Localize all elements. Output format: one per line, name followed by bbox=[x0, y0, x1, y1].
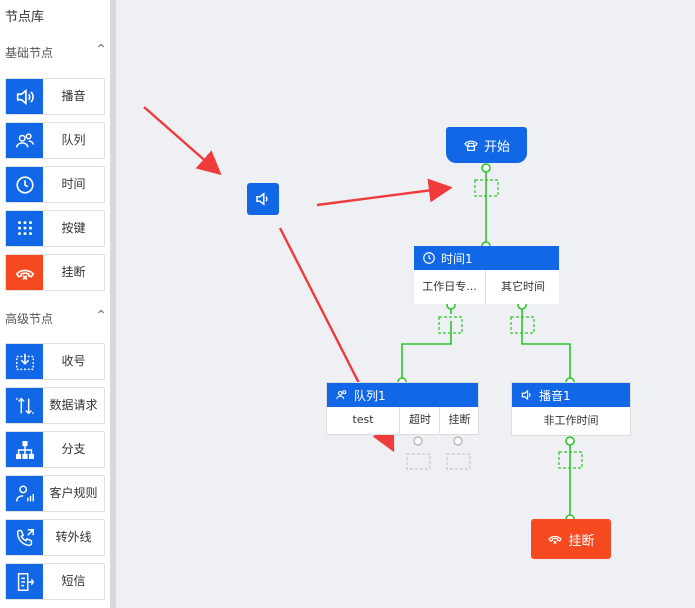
users-icon bbox=[6, 123, 43, 158]
time-branch-other[interactable]: 其它时间 bbox=[501, 280, 545, 293]
node-item-label: 短信 bbox=[61, 574, 86, 588]
node-item-hangup[interactable]: 挂断 bbox=[5, 254, 105, 291]
sms-icon bbox=[6, 564, 43, 599]
transfer-icon bbox=[6, 520, 43, 555]
play-node[interactable]: 播音1 非工作时间 bbox=[511, 382, 631, 436]
node-item-data-request[interactable]: 数据请求 bbox=[5, 387, 105, 424]
time-node-header: 时间1 bbox=[414, 246, 559, 270]
phone-icon bbox=[464, 140, 478, 151]
queue-branch-timeout[interactable]: 超时 bbox=[401, 407, 440, 433]
node-item-keypad[interactable]: 按键 bbox=[5, 210, 105, 247]
chevron-up-icon[interactable]: ⌃ bbox=[95, 308, 107, 324]
customer-rule-icon bbox=[6, 476, 43, 511]
clock-icon bbox=[6, 167, 43, 202]
node-item-label: 时间 bbox=[61, 177, 86, 191]
basic-nodes-header[interactable]: 基础节点 ⌃ bbox=[5, 42, 107, 62]
play-node-body: 非工作时间 bbox=[543, 414, 599, 427]
node-item-label: 转外线 bbox=[55, 530, 92, 544]
sidebar-scrollbar[interactable] bbox=[110, 0, 116, 608]
node-item-branch[interactable]: 分支 bbox=[5, 431, 105, 468]
node-library-panel: 节点库 基础节点 ⌃ 播音 队列 时间 按键 挂断 高级节点 ⌃ bbox=[0, 0, 110, 608]
node-item-customer-rule[interactable]: 客户规则 bbox=[5, 475, 105, 512]
hangup-icon bbox=[6, 255, 43, 290]
node-item-transfer[interactable]: 转外线 bbox=[5, 519, 105, 556]
node-item-label: 按键 bbox=[61, 221, 86, 235]
speaker-icon bbox=[521, 389, 531, 401]
branch-icon bbox=[6, 432, 43, 467]
speaker-icon bbox=[256, 192, 268, 206]
start-node-label: 开始 bbox=[483, 139, 510, 155]
node-item-label: 收号 bbox=[61, 354, 86, 368]
flow-canvas[interactable] bbox=[116, 0, 695, 608]
node-item-queue[interactable]: 队列 bbox=[5, 122, 105, 159]
queue-node-header: 队列1 bbox=[327, 383, 478, 407]
node-item-collect-digits[interactable]: 收号 bbox=[5, 343, 105, 380]
speaker-icon bbox=[6, 79, 43, 114]
node-item-label: 客户规则 bbox=[49, 486, 98, 500]
node-library-title: 节点库 bbox=[5, 10, 45, 25]
basic-nodes-label: 基础节点 bbox=[5, 46, 54, 60]
node-item-label: 数据请求 bbox=[49, 398, 98, 412]
start-node[interactable]: 开始 bbox=[446, 127, 527, 163]
advanced-nodes-header[interactable]: 高级节点 ⌃ bbox=[5, 308, 107, 328]
advanced-nodes-label: 高级节点 bbox=[5, 312, 54, 326]
clock-icon bbox=[423, 252, 435, 264]
hangup-node-label: 挂断 bbox=[568, 533, 595, 549]
data-request-icon bbox=[6, 388, 43, 423]
node-item-time[interactable]: 时间 bbox=[5, 166, 105, 203]
queue-node[interactable]: 队列1 test 超时 挂断 bbox=[326, 382, 479, 435]
dragging-play-node[interactable] bbox=[247, 183, 279, 215]
node-item-play[interactable]: 播音 bbox=[5, 78, 105, 115]
queue-node-title: 队列1 bbox=[354, 388, 386, 403]
chevron-up-icon[interactable]: ⌃ bbox=[95, 42, 107, 58]
keypad-icon bbox=[6, 211, 43, 246]
node-item-label: 挂断 bbox=[61, 265, 86, 279]
play-node-header: 播音1 bbox=[512, 383, 630, 407]
time-branch-workday[interactable]: 工作日专... bbox=[414, 270, 486, 304]
node-item-label: 分支 bbox=[61, 442, 86, 456]
play-node-title: 播音1 bbox=[539, 388, 571, 403]
queue-node-body: test bbox=[327, 407, 400, 433]
hangup-icon bbox=[548, 535, 563, 545]
users-icon bbox=[336, 390, 347, 400]
collect-digits-icon bbox=[6, 344, 43, 379]
queue-branch-hangup[interactable]: 挂断 bbox=[448, 413, 471, 426]
time-node-title: 时间1 bbox=[441, 251, 473, 266]
time-node[interactable]: 时间1 工作日专... 其它时间 bbox=[414, 246, 559, 304]
node-item-sms[interactable]: 短信 bbox=[5, 563, 105, 600]
node-item-label: 队列 bbox=[61, 133, 86, 147]
node-item-label: 播音 bbox=[61, 89, 86, 103]
hangup-node[interactable]: 挂断 bbox=[531, 519, 611, 559]
